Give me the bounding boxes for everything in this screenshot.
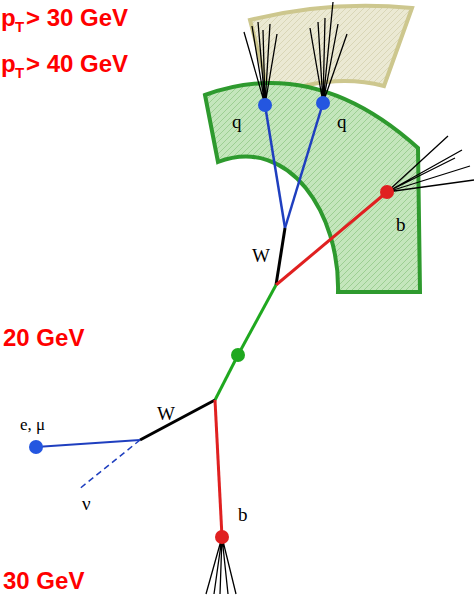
cut-label: 30 GeV <box>3 569 84 593</box>
cut-label: > 40 GeV <box>26 52 128 76</box>
cut-label: T <box>15 65 24 80</box>
cut-label: > 30 GeV <box>26 6 128 30</box>
particle-label: ν <box>82 494 91 513</box>
particle-label: b <box>238 505 248 524</box>
particle-label: b <box>396 215 406 234</box>
cut-label: p <box>1 52 16 76</box>
jet-tracks <box>206 2 474 594</box>
particle-label: W <box>157 404 175 423</box>
cut-label: 20 GeV <box>3 326 84 350</box>
cut-label: p <box>1 6 16 30</box>
jet-cone <box>205 83 420 292</box>
particle-label: W <box>252 246 270 265</box>
particle-label: q <box>337 112 347 131</box>
particle-label: e, μ <box>20 416 45 433</box>
cut-label: T <box>15 19 24 34</box>
particle-label: q <box>232 112 242 131</box>
